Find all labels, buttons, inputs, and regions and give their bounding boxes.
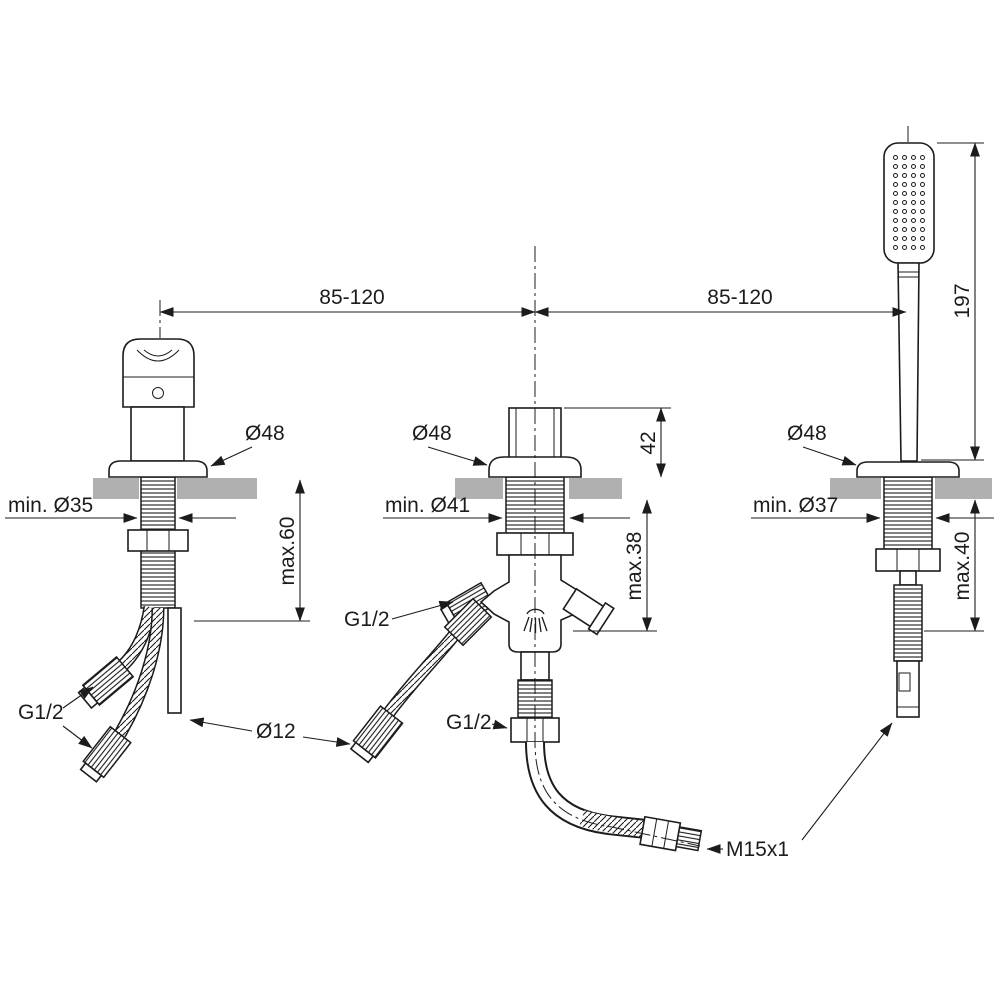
shower-spray-face bbox=[891, 152, 927, 253]
middle-left-hose-nut bbox=[443, 597, 493, 647]
shower-flex-hose bbox=[893, 584, 923, 662]
hand-shower bbox=[856, 142, 960, 718]
shower-hose-connector bbox=[896, 660, 920, 718]
dim-shower-height-label: 197 bbox=[951, 283, 974, 318]
shower-flange bbox=[856, 461, 960, 478]
dim-middle-min-hole: min. Ø41 bbox=[383, 494, 630, 523]
label-left-connection: G1/2 bbox=[18, 686, 94, 749]
dim-right-max-thickness: max.40 bbox=[924, 499, 984, 632]
left-flange bbox=[108, 460, 208, 478]
dim-span-left: 85-120 bbox=[159, 286, 536, 317]
dim-right-min-hole-label: min. Ø37 bbox=[753, 494, 838, 517]
middle-flange-dia-label: Ø48 bbox=[412, 422, 452, 445]
left-pipe bbox=[167, 607, 182, 714]
dim-shower-height: 197 bbox=[921, 142, 984, 461]
shower-hose-connection-label: M15x1 bbox=[726, 838, 789, 861]
left-lever-slot bbox=[136, 349, 180, 362]
label-middle-flange-dia: Ø48 bbox=[412, 422, 488, 466]
label-middle-connection-top: G1/2 bbox=[344, 600, 454, 631]
dim-left-max-thickness-label: max.60 bbox=[276, 517, 299, 586]
dim-left-min-hole-label: min. Ø35 bbox=[8, 494, 93, 517]
dim-middle-top-height: 42 bbox=[564, 407, 671, 478]
left-handle bbox=[122, 338, 195, 408]
shower-hose-neck bbox=[899, 570, 917, 586]
middle-right-outlet bbox=[562, 587, 615, 636]
shower-handle bbox=[897, 262, 920, 462]
left-connection-label: G1/2 bbox=[18, 701, 64, 724]
dim-middle-max-thickness-label: max.38 bbox=[623, 532, 646, 601]
middle-centerline bbox=[534, 246, 701, 847]
dim-left-max-thickness: max.60 bbox=[194, 479, 310, 622]
centerlines bbox=[159, 126, 909, 847]
label-right-flange-dia: Ø48 bbox=[787, 422, 857, 466]
middle-left-hose-connector bbox=[349, 704, 404, 764]
dim-left-min-hole: min. Ø35 bbox=[5, 494, 236, 523]
dimensions: 85-120 85-120 197 42 max.60 max.38 bbox=[5, 142, 994, 861]
dim-span-right-label: 85-120 bbox=[707, 286, 772, 309]
left-locking-nut bbox=[127, 529, 189, 552]
left-flange-dia-label: Ø48 bbox=[245, 422, 285, 445]
pipe-dia-label: Ø12 bbox=[256, 720, 296, 743]
left-body-barrel bbox=[130, 406, 185, 462]
label-pipe-dia: Ø12 bbox=[189, 717, 351, 747]
dim-span-right: 85-120 bbox=[534, 286, 907, 317]
left-valve bbox=[77, 338, 208, 783]
middle-connection-bottom-label: G1/2 bbox=[446, 711, 492, 734]
middle-body bbox=[479, 554, 593, 653]
dim-middle-min-hole-label: min. Ø41 bbox=[385, 494, 470, 517]
left-hose-2-connector bbox=[79, 725, 132, 783]
dim-span-left-label: 85-120 bbox=[319, 286, 384, 309]
middle-connection-top-label: G1/2 bbox=[344, 608, 390, 631]
dim-middle-max-thickness: max.38 bbox=[573, 499, 657, 632]
shower-locking-nut bbox=[875, 548, 941, 572]
label-shower-hose-connection: M15x1 bbox=[706, 722, 893, 861]
right-flange-dia-label: Ø48 bbox=[787, 422, 827, 445]
dim-middle-top-height-label: 42 bbox=[637, 431, 660, 454]
label-left-flange-dia: Ø48 bbox=[210, 422, 285, 467]
dim-right-max-thickness-label: max.40 bbox=[951, 532, 974, 601]
middle-diverter bbox=[349, 407, 703, 852]
dim-right-min-hole: min. Ø37 bbox=[751, 494, 994, 523]
label-middle-connection-bottom: G1/2 bbox=[446, 711, 508, 734]
left-indicator-dot bbox=[152, 387, 164, 399]
